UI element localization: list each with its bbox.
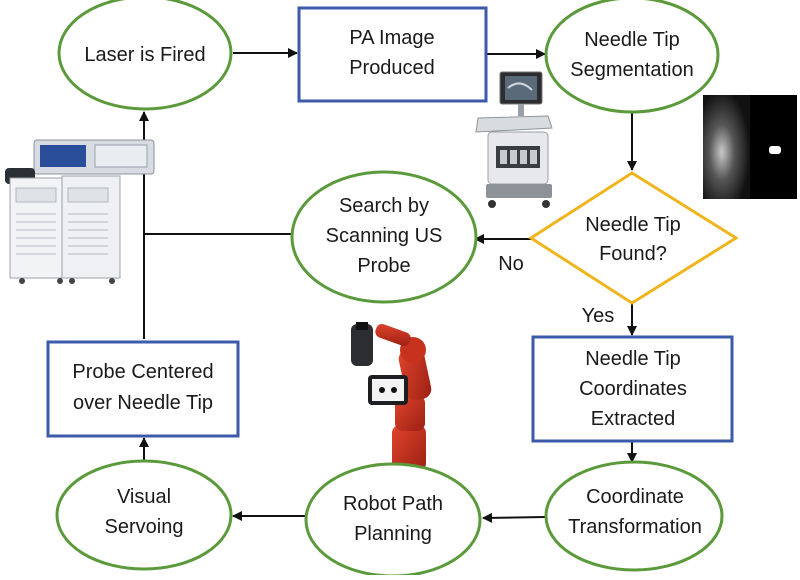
node-pa-image [297, 6, 488, 103]
label-search-line3: Probe [357, 255, 410, 277]
arrow-transform-to-robot [482, 512, 546, 523]
node-laser-fired [57, 0, 233, 111]
robot-arm-image [351, 322, 435, 484]
label-laser-fired: Laser is Fired [84, 44, 205, 66]
edge-label-yes: Yes [582, 305, 615, 327]
node-robot-path [304, 462, 482, 578]
node-coords-extracted [531, 335, 734, 443]
label-segmentation-line2: Segmentation [570, 59, 693, 81]
label-extracted-line3: Extracted [591, 408, 675, 430]
laser-device-image [5, 139, 155, 284]
label-segmentation-line1: Needle Tip [584, 29, 680, 51]
label-robot-line1: Robot Path [343, 493, 443, 515]
node-needle-segmentation [544, 0, 720, 114]
label-pa-image-line2: Produced [349, 57, 435, 79]
label-transform-line1: Coordinate [586, 486, 684, 508]
labels: Laser is Fired PA Image Produced Needle … [72, 27, 701, 545]
ultrasound-machine-image [475, 71, 553, 208]
label-search-line2: Scanning US [326, 225, 443, 247]
label-servoing-line2: Servoing [105, 516, 184, 538]
label-transform-line2: Transformation [568, 516, 702, 538]
label-decision-line1: Needle Tip [585, 214, 681, 236]
label-pa-image-line1: PA Image [349, 27, 434, 49]
label-extracted-line2: Coordinates [579, 378, 687, 400]
node-needle-found-decision [528, 171, 739, 305]
node-probe-centered [46, 340, 240, 438]
label-extracted-line1: Needle Tip [585, 348, 681, 370]
ultrasound-frame-image [703, 95, 750, 199]
edge-label-no: No [498, 253, 524, 275]
node-coord-transform [544, 460, 724, 572]
label-servoing-line1: Visual [117, 486, 171, 508]
segmentation-images [703, 95, 797, 199]
node-search-scanning [290, 170, 478, 304]
label-robot-line2: Planning [354, 523, 432, 545]
node-visual-servoing [55, 459, 233, 571]
label-search-line1: Search by [339, 195, 429, 217]
label-probe-line2: over Needle Tip [73, 392, 213, 414]
label-probe-line1: Probe Centered [72, 361, 213, 383]
label-decision-line2: Found? [599, 243, 667, 265]
